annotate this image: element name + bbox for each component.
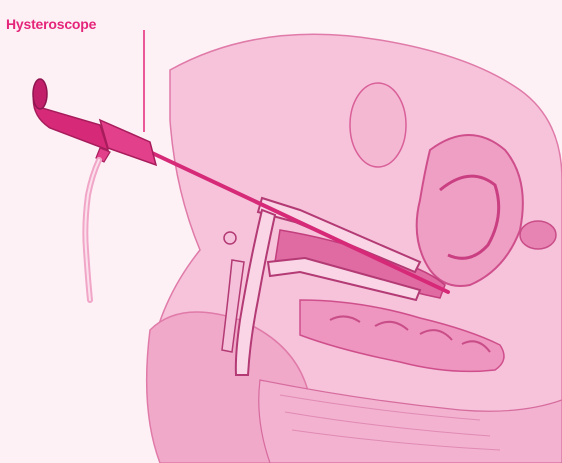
speculum-screw (224, 232, 236, 244)
hysteroscope-body (100, 120, 156, 165)
hysteroscope-label: Hysteroscope (6, 16, 96, 32)
bladder (350, 83, 406, 167)
ovary (520, 221, 556, 249)
eyepiece-cap (33, 79, 47, 109)
